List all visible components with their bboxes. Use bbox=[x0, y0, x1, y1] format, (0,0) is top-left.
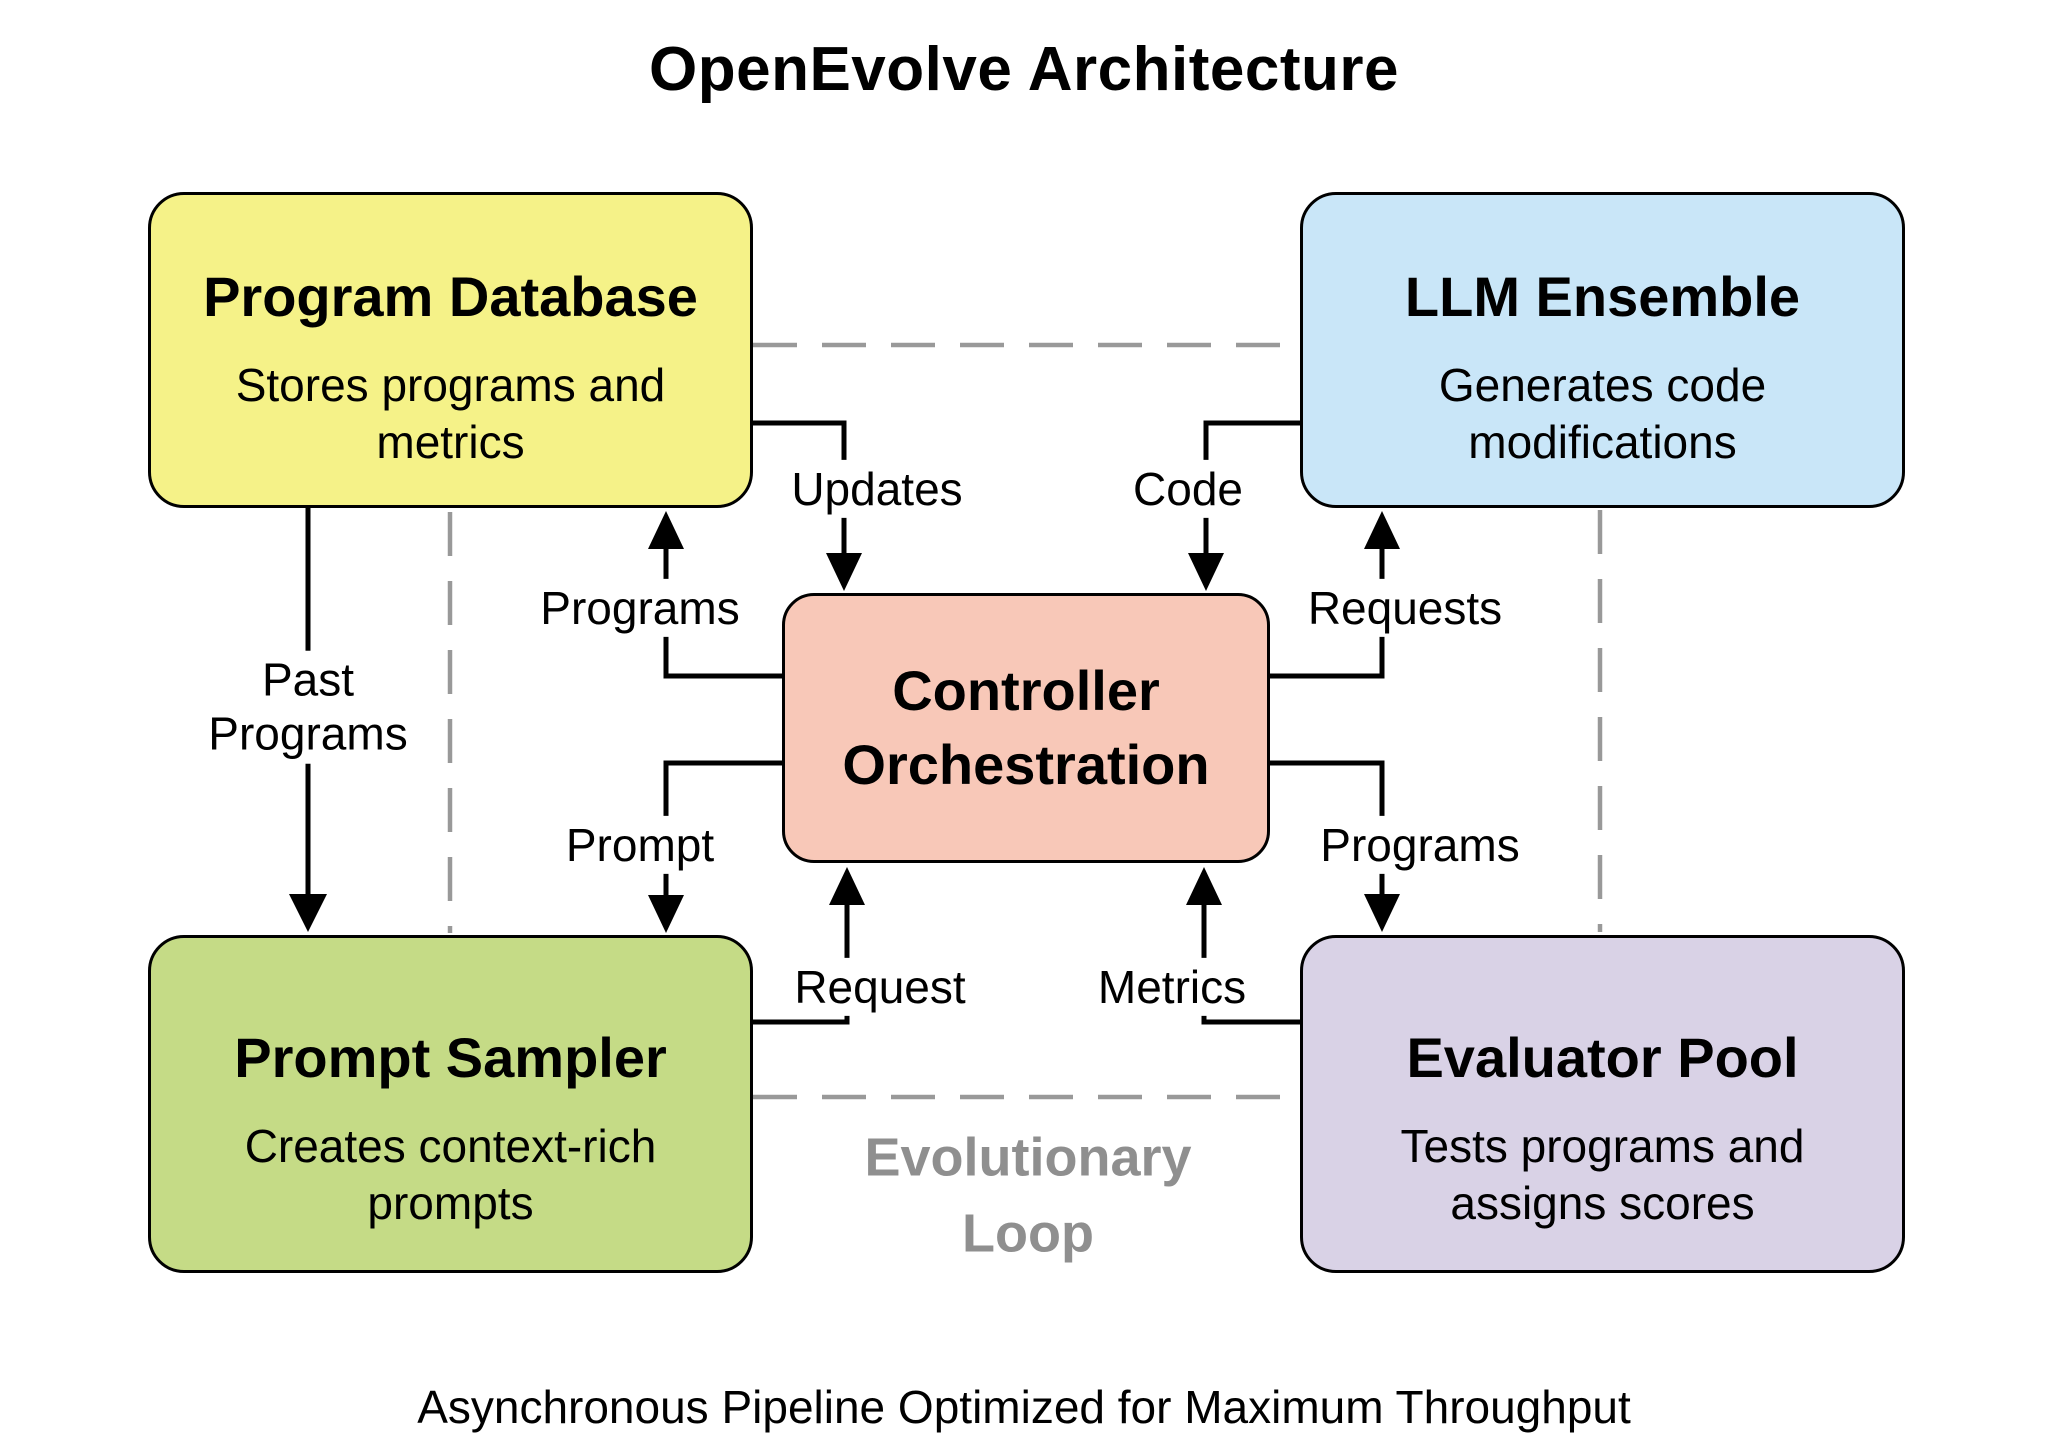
evolutionary-loop-dashed-rect bbox=[447, 342, 1603, 1100]
arrowhead-programs-to-db bbox=[648, 511, 684, 549]
node-llm-ensemble-title: LLM Ensemble bbox=[1404, 265, 1801, 328]
edge-label-request: Request bbox=[786, 957, 974, 1017]
edge-label-code: Code bbox=[1125, 459, 1251, 519]
arrowhead-past-programs bbox=[289, 894, 327, 932]
edge-label-prompt: Prompt bbox=[557, 815, 723, 875]
arrowheads bbox=[289, 511, 1400, 933]
edge-metrics-line bbox=[1201, 903, 1300, 1025]
node-prompt-sampler: Prompt Sampler Creates context-rich prom… bbox=[148, 935, 753, 1273]
node-prompt-sampler-description: Creates context-rich prompts bbox=[244, 1120, 657, 1229]
edge-label-programs-to-evaluator: Programs bbox=[1312, 815, 1528, 875]
node-program-database-title: Program Database bbox=[203, 265, 698, 328]
edge-label-past-programs: Past Programs bbox=[200, 650, 416, 764]
arrowhead-updates bbox=[826, 553, 862, 591]
arrowhead-code bbox=[1188, 553, 1224, 591]
node-llm-ensemble-description: Generates code modifications bbox=[1438, 359, 1767, 468]
page-title: OpenEvolve Architecture bbox=[649, 35, 1399, 104]
node-controller-title: Controller Orchestration bbox=[842, 658, 1210, 796]
arrowhead-request bbox=[829, 867, 865, 905]
bottom-caption: Asynchronous Pipeline Optimized for Maxi… bbox=[417, 1381, 1631, 1433]
node-evaluator-pool-title: Evaluator Pool bbox=[1406, 1026, 1799, 1089]
arrowhead-prompt bbox=[648, 895, 684, 933]
node-prompt-sampler-title: Prompt Sampler bbox=[234, 1026, 667, 1089]
edge-label-requests: Requests bbox=[1299, 578, 1511, 638]
node-controller-orchestration: Controller Orchestration bbox=[782, 593, 1270, 863]
edge-label-metrics: Metrics bbox=[1089, 957, 1255, 1017]
arrowhead-metrics bbox=[1186, 867, 1222, 905]
node-evaluator-pool-description: Tests programs and assigns scores bbox=[1400, 1120, 1805, 1229]
node-program-database: Program Database Stores programs and met… bbox=[148, 192, 753, 508]
edge-request-line bbox=[753, 903, 850, 1025]
node-evaluator-pool: Evaluator Pool Tests programs and assign… bbox=[1300, 935, 1905, 1273]
evolutionary-loop-label: Evolutionary Loop bbox=[864, 1127, 1192, 1263]
edge-label-updates: Updates bbox=[783, 459, 971, 519]
arrowhead-requests bbox=[1364, 511, 1400, 549]
node-program-database-description: Stores programs and metrics bbox=[235, 359, 666, 468]
edge-label-programs-to-db: Programs bbox=[532, 578, 748, 638]
node-llm-ensemble: LLM Ensemble Generates code modification… bbox=[1300, 192, 1905, 508]
arrowhead-programs-to-evaluator bbox=[1364, 894, 1400, 932]
